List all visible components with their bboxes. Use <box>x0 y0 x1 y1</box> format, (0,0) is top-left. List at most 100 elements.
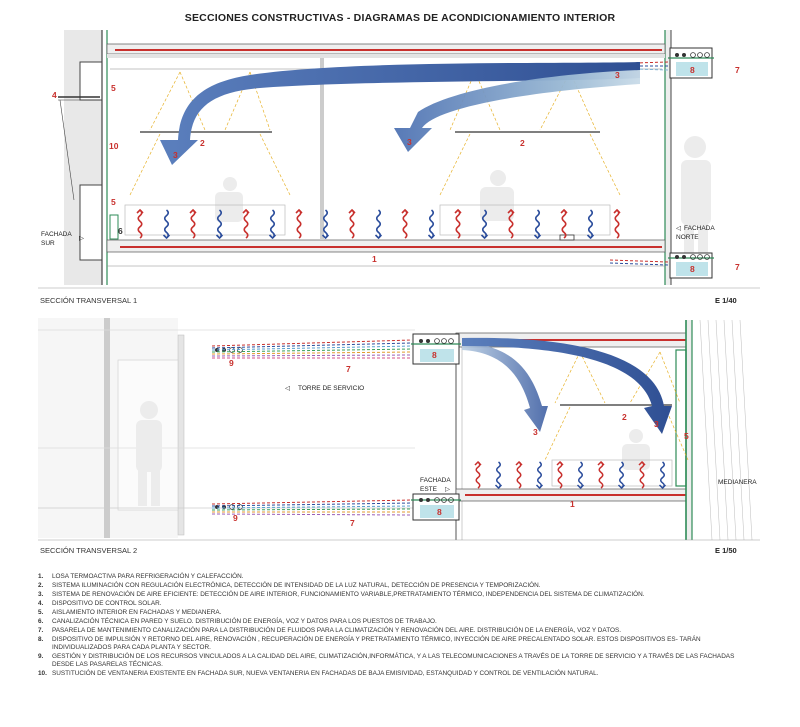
cool-pipe-icon <box>534 209 541 239</box>
legend-list: 1. LOSA TERMOACTIVA PARA REFRIGERACIÓN Y … <box>38 573 758 679</box>
legend-item: 4.DISPOSITIVO DE CONTROL SOLAR. <box>38 600 758 608</box>
s2-marker-7-top: 7 <box>346 364 351 374</box>
marker-3-left: 3 <box>173 150 178 160</box>
legend-item: 1. LOSA TERMOACTIVA PARA REFRIGERACIÓN Y … <box>38 573 758 581</box>
warm-pipe-icon <box>508 209 514 239</box>
cool-pipe-icon <box>322 209 329 239</box>
warm-pipe-icon <box>598 461 604 489</box>
facade-sur-line1: FACHADA <box>41 231 72 238</box>
legend-item: 7. PASARELA DE MANTENIMIENTO CANALIZACIÓN… <box>38 627 758 635</box>
cool-pipe-icon <box>375 209 382 239</box>
legend-item: 10.SUSTITUCIÓN DE VENTANERIA EXISTENTE E… <box>38 670 758 678</box>
legend-text: AISLAMIENTO INTERIOR EN FACHADAS Y MEDIA… <box>52 609 222 616</box>
flow-arrowhead-icon <box>533 234 542 240</box>
flow-arrowhead-icon <box>268 234 277 240</box>
flow-arrowhead-icon <box>515 460 523 466</box>
section-1-markers: 4 5 10 5 6 2 2 3 3 3 8 8 7 7 1 <box>52 65 740 274</box>
marker-5-bottom: 5 <box>111 197 116 207</box>
diagram-title: SECCIONES CONSTRUCTIVAS - DIAGRAMAS DE A… <box>184 12 616 24</box>
legend-number: 5. <box>38 609 44 616</box>
warm-pipe-icon <box>190 209 196 239</box>
medianera-label: MEDIANERA <box>718 479 757 486</box>
s2-marker-9-top: 9 <box>229 358 234 368</box>
legend-number: 2. <box>38 582 44 589</box>
marker-8-bottom: 8 <box>690 264 695 274</box>
warm-pipe-icon <box>516 461 522 489</box>
legend-text: GESTIÓN Y DISTRIBUCIÓN DE LOS RECURSOS V… <box>52 653 735 669</box>
marker-3-center: 3 <box>407 137 412 147</box>
legend-number: 7. <box>38 627 44 634</box>
facade-norte-marker-icon: ◁ <box>676 225 682 232</box>
flow-arrowhead-icon <box>215 234 224 240</box>
marker-7-top: 7 <box>735 65 740 75</box>
warm-pipe-icon <box>475 461 481 489</box>
legend-item: 6.CANALIZACIÓN TÉCNICA EN PARED Y SUELO.… <box>38 618 758 626</box>
flow-arrowhead-icon <box>295 208 303 214</box>
marker-2-left: 2 <box>200 138 205 148</box>
legend-number: 10. <box>38 670 47 678</box>
s2-marker-9-bottom: 9 <box>233 513 238 523</box>
legend-text: SISTEMA ILUMINACIÓN CON REGULACIÓN ELECT… <box>52 582 541 589</box>
legend-text: PASARELA DE MANTENIMIENTO CANALIZACIÓN P… <box>52 627 622 634</box>
facade-sur-line2: SUR <box>41 240 55 247</box>
flow-arrowhead-icon <box>189 208 197 214</box>
flow-arrowhead-icon <box>556 460 564 466</box>
flow-arrowhead-icon <box>586 234 595 240</box>
cool-pipe-icon <box>481 209 488 239</box>
flow-arrowhead-icon <box>401 208 409 214</box>
flow-arrowhead-icon <box>136 208 144 214</box>
marker-2-right: 2 <box>520 138 525 148</box>
cool-pipe-icon <box>537 461 542 489</box>
flow-arrowhead-icon <box>507 208 515 214</box>
section-2-drawing <box>38 318 753 541</box>
flow-arrowhead-icon <box>242 208 250 214</box>
legend-text: DISPOSITIVO DE IMPULSIÓN Y RETORNO DEL A… <box>52 636 701 652</box>
flow-arrowhead-icon <box>454 208 462 214</box>
marker-7-bottom: 7 <box>735 262 740 272</box>
cool-pipe-icon <box>578 461 583 489</box>
facade-este-line2: ESTE <box>420 486 438 493</box>
s2-marker-5: 5 <box>684 431 689 441</box>
facade-norte-line1: FACHADA <box>684 225 715 232</box>
section-2-scale: E 1/50 <box>715 546 737 555</box>
legend-item: 9. GESTIÓN Y DISTRIBUCIÓN DE LOS RECURSOS… <box>38 653 758 669</box>
flow-arrowhead-icon <box>576 484 585 490</box>
flow-arrowhead-icon <box>658 484 667 490</box>
cool-pipe-icon <box>660 461 665 489</box>
section-1-drawing <box>58 30 714 285</box>
marker-3-right: 3 <box>615 70 620 80</box>
service-tower-label: TORRE DE SERVICIO <box>298 385 364 392</box>
flow-arrowhead-icon <box>427 234 436 240</box>
flow-arrowhead-icon <box>348 208 356 214</box>
legend-number: 3. <box>38 591 44 598</box>
warm-pipe-icon <box>455 209 461 239</box>
cool-pipe-icon <box>269 209 276 239</box>
legend-text: SISTEMA DE RENOVACIÓN DE AIRE EFICIENTE:… <box>52 591 645 598</box>
legend-item: 2. SISTEMA ILUMINACIÓN CON REGULACIÓN ELE… <box>38 582 758 590</box>
legend-number: 9. <box>38 653 44 661</box>
flow-arrowhead-icon <box>162 234 171 240</box>
cool-pipe-icon <box>619 461 624 489</box>
flow-arrowhead-icon <box>480 234 489 240</box>
cool-pipe-icon <box>163 209 170 239</box>
section-1-label: SECCIÓN TRANSVERSAL 1 <box>40 296 137 305</box>
legend-item: 5. AISLAMIENTO INTERIOR EN FACHADAS Y MED… <box>38 609 758 617</box>
warm-pipe-icon <box>557 461 563 489</box>
s2-marker-8-top: 8 <box>432 350 437 360</box>
section-1-scale: E 1/40 <box>715 296 737 305</box>
marker-10: 10 <box>109 141 119 151</box>
flow-arrowhead-icon <box>494 484 503 490</box>
flow-arrowhead-icon <box>617 484 626 490</box>
marker-8-top: 8 <box>690 65 695 75</box>
legend-text: DISPOSITIVO DE CONTROL SOLAR. <box>52 600 162 607</box>
legend-number: 1. <box>38 573 44 580</box>
legend-text: LOSA TERMOACTIVA PARA REFRIGERACIÓN Y CA… <box>52 573 244 580</box>
legend-number: 8. <box>38 636 44 643</box>
flow-arrowhead-icon <box>638 460 646 466</box>
flow-arrowhead-icon <box>535 484 544 490</box>
legend-item: 3. SISTEMA DE RENOVACIÓN DE AIRE EFICIENT… <box>38 591 758 599</box>
flow-arrowhead-icon <box>597 460 605 466</box>
cool-pipe-icon <box>428 209 435 239</box>
s2-marker-1: 1 <box>570 499 575 509</box>
tower-marker-icon: ◁ <box>285 385 291 392</box>
